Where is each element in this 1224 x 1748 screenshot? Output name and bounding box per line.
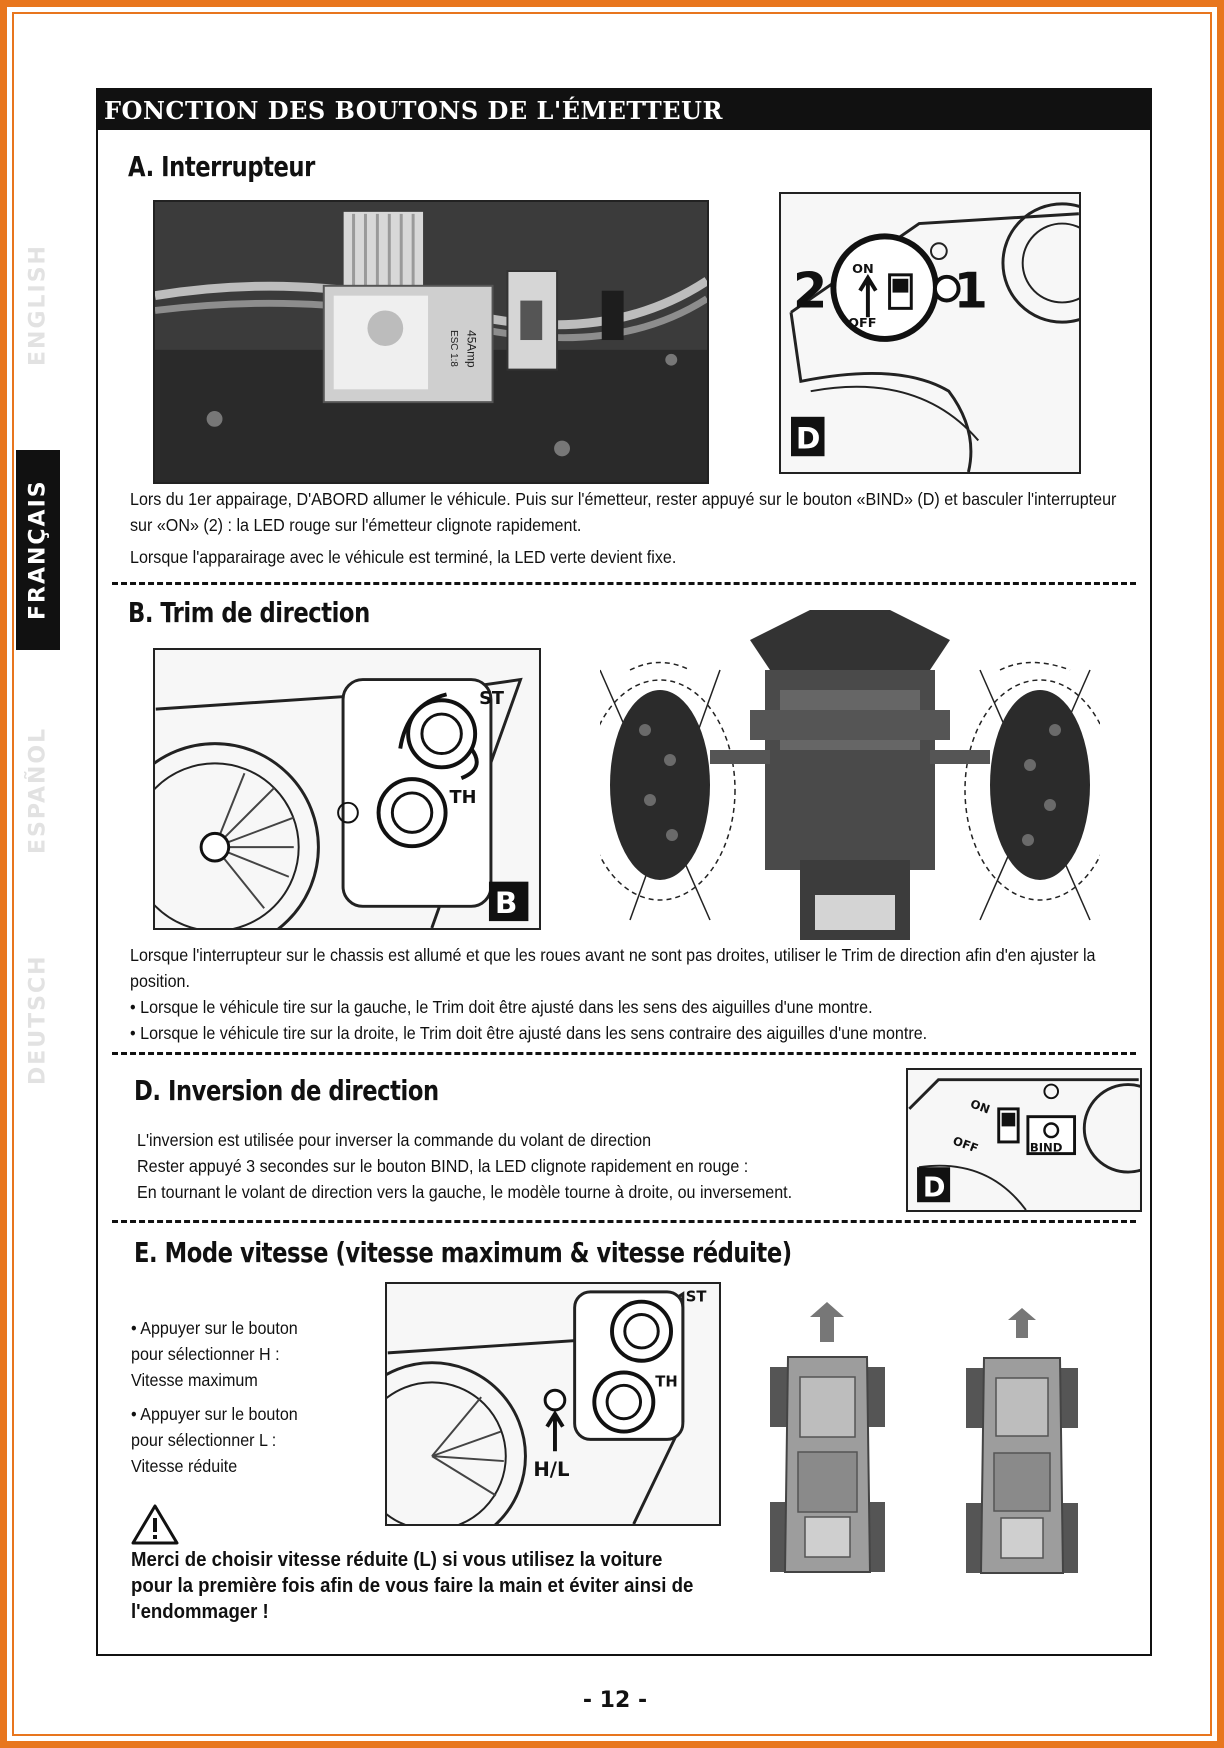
section-d-line-1: L'inversion est utilisée pour inverser l… (137, 1130, 652, 1150)
section-d-line-3: En tournant le volant de direction vers … (137, 1182, 793, 1202)
page-number: - 12 - (582, 1688, 648, 1713)
tab-english[interactable]: ENGLISH (25, 244, 51, 366)
arrow-up-icon (858, 274, 878, 318)
section-e-bullet-2-line-1: • Appuyer sur le bouton (131, 1404, 298, 1424)
section-b-bullet-1: • Lorsque le véhicule tire sur la gauche… (130, 997, 873, 1017)
arrow-up-small-icon (1008, 1308, 1036, 1338)
section-d-text: L'inversion est utilisée pour inverser l… (137, 1127, 891, 1205)
tab-francais[interactable]: FRANÇAIS (16, 450, 60, 650)
label-st: ST (479, 689, 504, 709)
rotate-arrow-icon (460, 747, 479, 780)
label-d: D (923, 1172, 946, 1203)
page-inner-frame (12, 12, 1212, 1736)
section-e-bullet-2-line-2: pour sélectionner L : (131, 1430, 277, 1450)
callout-1: 1 (954, 261, 988, 319)
car-top-view-slow (958, 1308, 1086, 1590)
divider (112, 582, 1136, 585)
section-e-bullet-2-line-3: Vitesse réduite (131, 1456, 238, 1476)
section-e-bullets: • Appuyer sur le bouton pour sélectionne… (131, 1315, 352, 1479)
esc-photo: 45Amp ESC 1:8 (153, 200, 709, 484)
esc-sublabel: ESC 1:8 (448, 330, 459, 367)
arrow-up-large-icon (810, 1302, 844, 1342)
steering-trim-diagram: ST TH B (153, 648, 541, 930)
section-a-paragraph-1: Lors du 1er appairage, D'ABORD allumer l… (130, 489, 1117, 535)
label-hl: H/L (533, 1458, 569, 1481)
section-a-paragraph-2: Lorsque l'apparairage avec le véhicule e… (130, 547, 677, 567)
section-e-bullet-1-line-2: pour sélectionner H : (131, 1344, 280, 1364)
section-d-title: D. Inversion de direction (134, 1074, 439, 1107)
section-b-paragraph: Lorsque l'interrupteur sur le chassis es… (130, 945, 1096, 991)
section-b-title: B. Trim de direction (128, 596, 370, 629)
divider (112, 1220, 1136, 1223)
speed-mode-diagram: ST TH H/L (385, 1282, 721, 1526)
label-st: ST (686, 1289, 707, 1306)
section-a-text: Lors du 1er appairage, D'ABORD allumer l… (130, 486, 1119, 570)
callout-on: ON (852, 262, 874, 277)
section-e-bullet-1-line-1: • Appuyer sur le bouton (131, 1318, 298, 1338)
section-a-title: A. Interrupteur (128, 150, 315, 183)
warning-icon (131, 1504, 179, 1545)
callout-d: D (796, 421, 821, 455)
arrow-up-icon (545, 1410, 565, 1452)
led-indicator (932, 274, 961, 303)
label-bind: BIND (1030, 1141, 1063, 1155)
section-b-text: Lorsque l'interrupteur sur le chassis es… (130, 942, 1119, 1046)
label-th: TH (450, 788, 477, 808)
section-e-title: E. Mode vitesse (vitesse maximum & vites… (134, 1236, 792, 1269)
section-e-bullet-1-line-3: Vitesse maximum (131, 1370, 258, 1390)
tab-deutsch[interactable]: DEUTSCH (25, 954, 51, 1086)
callout-off: OFF (848, 316, 876, 331)
section-b-bullet-2: • Lorsque le véhicule tire sur la droite… (130, 1023, 928, 1043)
tab-espanol[interactable]: ESPAÑOL (25, 726, 51, 854)
page-title: FONCTION DES BOUTONS DE L'ÉMETTEUR (104, 96, 723, 125)
chassis-wheels-photo (600, 600, 1100, 940)
hl-button (543, 1388, 567, 1412)
label-on: ON (969, 1097, 992, 1117)
esc-label: 45Amp (465, 330, 479, 368)
speed-warning-text: Merci de choisir vitesse réduite (L) si … (131, 1549, 694, 1623)
power-switch-diagram: ON OFF 2 1 D (779, 192, 1081, 474)
car-top-view-fast (760, 1302, 895, 1592)
bind-button-diagram: ON OFF BIND D (906, 1068, 1142, 1212)
callout-2: 2 (793, 261, 827, 319)
page-header: FONCTION DES BOUTONS DE L'ÉMETTEUR (96, 88, 1152, 130)
divider (112, 1052, 1136, 1055)
section-d-line-2: Rester appuyé 3 secondes sur le bouton B… (137, 1156, 749, 1176)
label-b: B (495, 886, 518, 920)
label-th: TH (655, 1373, 677, 1390)
